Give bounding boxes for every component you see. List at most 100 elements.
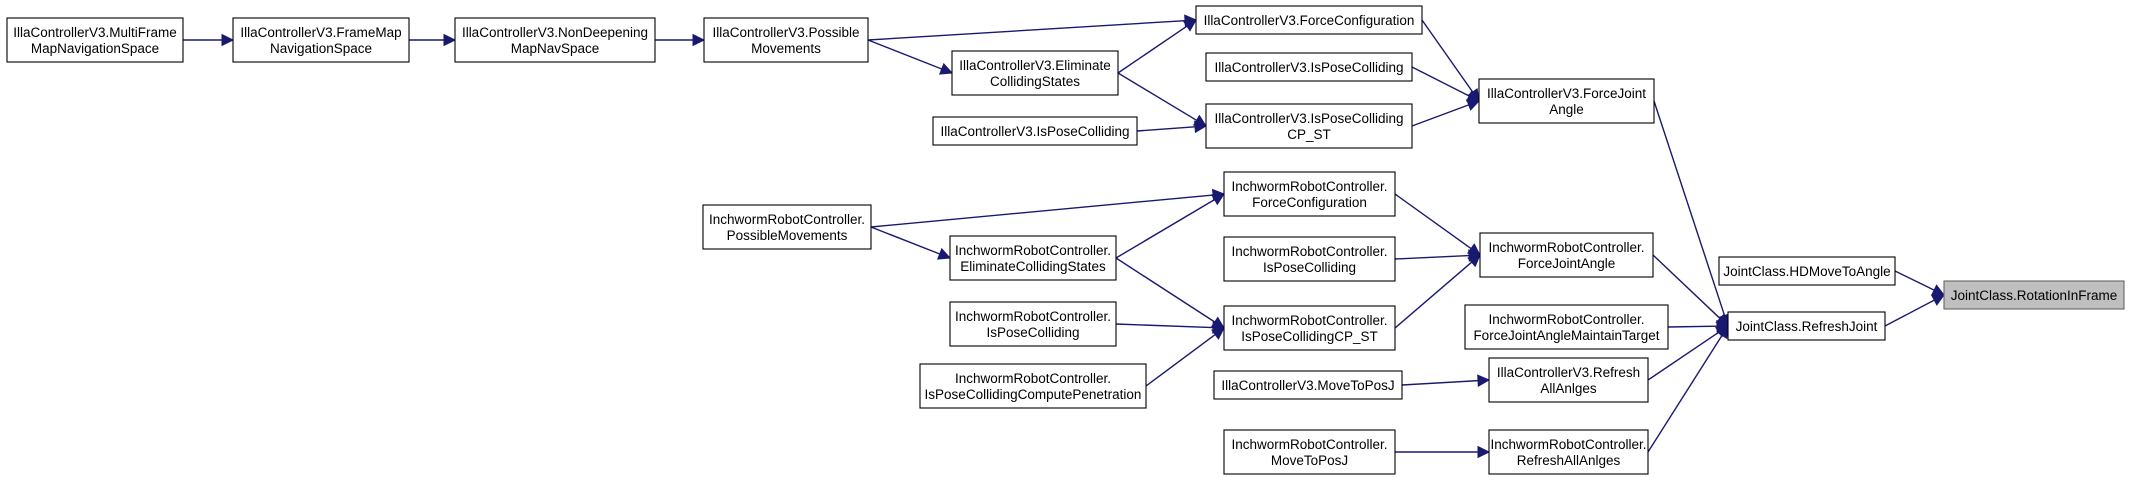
node-label-line: IllaControllerV3.ForceJoint <box>1487 86 1646 101</box>
node-inchwormrobotcontroller-forcejointangle[interactable]: InchwormRobotController.ForceJointAngle <box>1479 232 1654 278</box>
edge-line <box>1115 323 1214 329</box>
node-label-line: PossibleMovements <box>727 228 848 243</box>
arrowhead-icon <box>443 33 457 47</box>
arrowhead-icon <box>938 62 954 75</box>
node-inchwormrobotcontroller-isposecollidingcomputepenetration[interactable]: InchwormRobotController.IsPoseCollidingC… <box>919 363 1147 409</box>
node-box <box>232 17 410 63</box>
node-box <box>1488 429 1649 475</box>
node-label-line: JointClass.RefreshJoint <box>1736 319 1878 334</box>
edge-line <box>1884 299 1935 327</box>
node-illacontrollerv3-isposecollidingcp-st[interactable]: IllaControllerV3.IsPoseCollidingCP_ST <box>1205 103 1413 149</box>
node-illacontrollerv3-forcejointangle[interactable]: IllaControllerV3.ForceJointAngle <box>1478 78 1655 124</box>
node-label-line: MapNavSpace <box>511 41 600 56</box>
edge-line <box>1117 72 1197 121</box>
node-illacontrollerv3-refreshallanlges[interactable]: IllaControllerV3.RefreshAllAnlges <box>1488 357 1649 403</box>
node-inchwormrobotcontroller-isposecolliding[interactable]: InchwormRobotController.IsPoseColliding <box>949 301 1117 347</box>
edge-line <box>1115 257 1216 323</box>
arrowhead-icon <box>1194 120 1208 134</box>
node-label-line: IllaControllerV3.Refresh <box>1497 365 1640 380</box>
edge-multiframe-to-framemap <box>183 33 235 47</box>
node-label-line: IllaControllerV3.IsPoseColliding <box>1214 111 1403 126</box>
edge-line <box>1117 25 1188 74</box>
node-box <box>1943 280 2125 310</box>
node-inchwormrobotcontroller-isposecollidingcp-st[interactable]: InchwormRobotController.IsPoseCollidingC… <box>1223 305 1396 351</box>
edge-inch_isposecolliding_a-to-inch_forcejoint <box>1394 249 1482 262</box>
edge-inch_isposecolliding_b-to-inch_iscp <box>1115 321 1226 334</box>
edge-inch_movetoposj-to-inch_refreshall <box>1395 445 1491 459</box>
node-illacontrollerv3-possiblemovements[interactable]: IllaControllerV3.PossibleMovements <box>703 17 869 63</box>
node-inchwormrobotcontroller-possiblemovements[interactable]: InchwormRobotController.PossibleMovement… <box>702 204 872 250</box>
edge-line <box>1394 261 1473 329</box>
node-box <box>949 235 1117 281</box>
nodes-layer: IllaControllerV3.MultiFrameMapNavigation… <box>6 5 2125 475</box>
arrowhead-icon <box>1210 193 1225 206</box>
node-jointclass-hdmovetoangle[interactable]: JointClass.HDMoveToAngle <box>1718 256 1896 286</box>
arrowhead-icon <box>1182 19 1197 32</box>
node-label-line: IsPoseCollidingCP_ST <box>1241 329 1378 344</box>
edge-line <box>1652 254 1721 319</box>
node-inchwormrobotcontroller-refreshallanlges[interactable]: InchwormRobotController.RefreshAllAnlges <box>1488 429 1649 475</box>
edge-line <box>1647 331 1720 381</box>
node-label-line: ForceJointAngleMaintainTarget <box>1473 328 1659 343</box>
node-label-line: ForceConfiguration <box>1252 195 1367 210</box>
node-label-line: InchwormRobotController. <box>1488 312 1644 327</box>
node-label-line: RefreshAllAnlges <box>1517 453 1621 468</box>
edge-line <box>867 19 1186 41</box>
node-illacontrollerv3-forceconfiguration[interactable]: IllaControllerV3.ForceConfiguration <box>1195 5 1423 35</box>
node-illacontrollerv3-multiframemapnavigationspace[interactable]: IllaControllerV3.MultiFrameMapNavigation… <box>6 17 184 63</box>
node-label-line: JointClass.HDMoveToAngle <box>1723 264 1890 279</box>
node-inchwormrobotcontroller-isposecolliding[interactable]: InchwormRobotController.IsPoseColliding <box>1223 236 1396 282</box>
node-label-line: IsPoseColliding <box>1263 260 1356 275</box>
node-box <box>919 363 1147 409</box>
node-label-line: InchwormRobotController. <box>1231 437 1387 452</box>
node-label-line: InchwormRobotController. <box>955 309 1111 324</box>
edges-layer <box>183 14 1946 459</box>
edge-hdmove-to-rotation <box>1894 270 1946 296</box>
node-jointclass-refreshjoint[interactable]: JointClass.RefreshJoint <box>1727 311 1886 341</box>
arrowhead-icon <box>1716 325 1729 340</box>
edge-line <box>1421 19 1474 93</box>
node-box <box>1488 357 1649 403</box>
node-illacontrollerv3-eliminatecollidingstates[interactable]: IllaControllerV3.EliminateCollidingState… <box>951 50 1119 96</box>
edge-line <box>1653 100 1726 316</box>
edge-line <box>867 39 943 70</box>
edge-inch_ispcpen-to-inch_iscp <box>1145 327 1225 387</box>
node-inchwormrobotcontroller-forcejointanglemaintaintarget[interactable]: InchwormRobotController.ForceJointAngleM… <box>1464 304 1669 350</box>
node-label-line: InchwormRobotController. <box>1490 437 1646 452</box>
edge-line <box>1401 379 1479 386</box>
edge-refreshjoint-to-rotation <box>1884 294 1945 327</box>
edge-illa_isposecolliding_b-to-illa_iscp <box>1136 120 1208 134</box>
node-label-line: IsPoseColliding <box>986 325 1079 340</box>
arrowhead-icon <box>936 247 952 260</box>
arrowhead-icon <box>221 33 235 47</box>
arrowhead-icon <box>1211 327 1225 340</box>
node-jointclass-rotationinframe[interactable]: JointClass.RotationInFrame <box>1943 280 2125 310</box>
edge-line <box>1394 254 1470 260</box>
edge-line <box>1411 104 1469 127</box>
node-inchwormrobotcontroller-movetoposj[interactable]: InchwormRobotController.MoveToPosJ <box>1223 429 1396 475</box>
node-label-line: InchwormRobotController. <box>1488 240 1644 255</box>
edge-line <box>870 194 1214 228</box>
arrowhead-icon <box>1477 445 1491 459</box>
node-label-line: CP_ST <box>1287 127 1331 142</box>
node-illacontrollerv3-movetoposj[interactable]: IllaControllerV3.MoveToPosJ <box>1213 370 1403 400</box>
node-label-line: IllaControllerV3.MultiFrame <box>13 25 177 40</box>
node-label-line: NavigationSpace <box>270 41 372 56</box>
node-illacontrollerv3-isposecolliding[interactable]: IllaControllerV3.IsPoseColliding <box>1205 52 1413 82</box>
node-label-line: EliminateCollidingStates <box>960 259 1106 274</box>
edge-inch_refreshall-to-refreshjoint <box>1647 325 1729 453</box>
edge-inch_possible-to-inch_forceconfig <box>870 188 1226 228</box>
node-label-line: InchwormRobotController. <box>709 212 865 227</box>
arrowhead-icon <box>1930 294 1945 306</box>
node-illacontrollerv3-isposecolliding[interactable]: IllaControllerV3.IsPoseColliding <box>932 116 1138 146</box>
node-inchwormrobotcontroller-forceconfiguration[interactable]: InchwormRobotController.ForceConfigurati… <box>1223 171 1396 217</box>
node-box <box>1223 171 1396 217</box>
node-inchwormrobotcontroller-eliminatecollidingstates[interactable]: InchwormRobotController.EliminateCollidi… <box>949 235 1117 281</box>
edge-line <box>870 226 941 255</box>
edge-framemap-to-nondeep <box>409 33 457 47</box>
node-box <box>1223 236 1396 282</box>
node-label-line: IllaControllerV3.IsPoseColliding <box>1214 60 1403 75</box>
